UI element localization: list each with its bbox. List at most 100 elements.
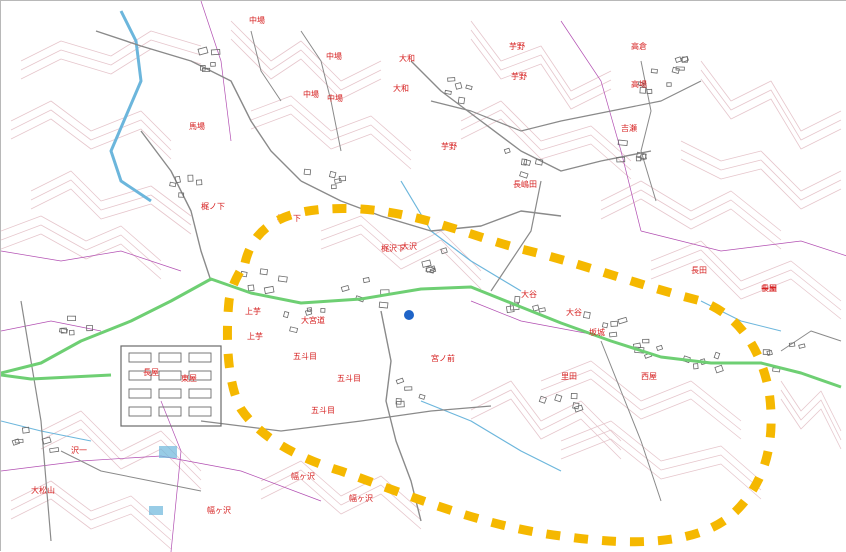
- contour-line: [700, 78, 842, 150]
- building: [304, 309, 313, 316]
- place-label: 里田: [561, 372, 577, 381]
- contour-line: [30, 188, 192, 235]
- building: [444, 89, 452, 95]
- building: [263, 285, 275, 295]
- contour-line: [470, 398, 622, 460]
- building: [404, 386, 413, 391]
- building: [521, 158, 528, 166]
- building: [514, 295, 521, 303]
- contour-line: [10, 489, 172, 541]
- building: [766, 349, 773, 356]
- blue-dot-icon[interactable]: [404, 310, 414, 320]
- building: [655, 344, 664, 352]
- building: [282, 311, 290, 319]
- building: [714, 364, 724, 374]
- building: [11, 438, 21, 446]
- contour-line: [560, 438, 762, 500]
- boundary-line: [560, 20, 642, 232]
- road: [95, 30, 302, 182]
- building: [570, 392, 578, 400]
- place-label: 西屋: [641, 372, 657, 381]
- road: [250, 30, 282, 102]
- place-label: 中場: [249, 15, 265, 25]
- place-label: 中場: [303, 89, 319, 99]
- building: [188, 406, 212, 417]
- building: [197, 46, 209, 56]
- building: [178, 192, 185, 198]
- place-label: 幅ヶ沢: [291, 471, 315, 481]
- contour-line: [1, 215, 162, 262]
- place-label: 長嶋田: [513, 179, 537, 189]
- place-labels: 中場中場中場中場大和大和芋野芋野芋野高倉高場吉瀬長嶋田馬場梶ノ下梶ノ下大沢大谷長…: [31, 15, 777, 515]
- contour-line: [1, 224, 162, 271]
- building: [58, 327, 68, 334]
- place-label: 上芋: [245, 307, 261, 316]
- building: [639, 86, 647, 94]
- building: [640, 153, 647, 161]
- location-marker[interactable]: [404, 310, 414, 320]
- contour-line: [780, 389, 842, 441]
- place-label: 芋野: [509, 42, 525, 51]
- place-label: 芋野: [511, 72, 527, 81]
- building: [617, 316, 628, 325]
- contour-line: [600, 189, 782, 241]
- contour-line: [680, 149, 842, 201]
- contour-line: [250, 113, 412, 170]
- boundary-line: [160, 400, 182, 552]
- contour-line: [780, 380, 842, 432]
- contour-line: [470, 20, 612, 92]
- contour-line: [10, 100, 172, 142]
- building: [395, 398, 402, 405]
- place-label: 五斗目: [337, 374, 361, 383]
- building: [188, 388, 212, 399]
- building: [610, 320, 619, 327]
- contour-line: [320, 215, 482, 272]
- building: [328, 170, 337, 179]
- building: [277, 275, 288, 283]
- contour-lines: [1, 20, 842, 550]
- building: [49, 447, 60, 453]
- river: [1, 420, 92, 442]
- place-label: 長田: [761, 284, 777, 293]
- building: [158, 388, 182, 399]
- place-label: 馬場: [189, 121, 205, 131]
- contour-line: [680, 140, 842, 192]
- place-label: 高倉: [631, 41, 647, 51]
- building: [421, 259, 432, 268]
- building: [538, 307, 546, 313]
- contour-line: [250, 104, 412, 161]
- highway-line: [1, 277, 842, 389]
- road: [780, 330, 842, 352]
- building: [395, 377, 405, 385]
- building: [418, 393, 426, 400]
- contour-line: [40, 410, 202, 472]
- building: [674, 56, 682, 63]
- place-label: 五斗目: [293, 352, 317, 361]
- river: [109, 10, 152, 203]
- contour-line: [460, 109, 632, 171]
- building: [646, 88, 653, 95]
- contour-line: [10, 118, 172, 160]
- building: [429, 267, 437, 274]
- river: [420, 400, 562, 472]
- building: [573, 404, 584, 413]
- contour-line: [650, 258, 842, 320]
- road: [300, 180, 562, 232]
- building: [642, 338, 650, 344]
- place-label: 宮ノ前: [431, 353, 455, 363]
- building: [503, 147, 511, 154]
- building: [519, 171, 529, 179]
- contour-line: [650, 240, 842, 302]
- contour-line: [540, 378, 742, 440]
- building: [128, 388, 152, 399]
- building: [174, 175, 181, 184]
- place-label: 長田: [691, 266, 707, 275]
- contour-line: [460, 100, 632, 162]
- building: [289, 326, 299, 334]
- building: [675, 66, 685, 71]
- area-outline-path: [222, 204, 776, 547]
- building: [247, 284, 255, 292]
- building: [538, 395, 547, 404]
- river: [400, 180, 522, 292]
